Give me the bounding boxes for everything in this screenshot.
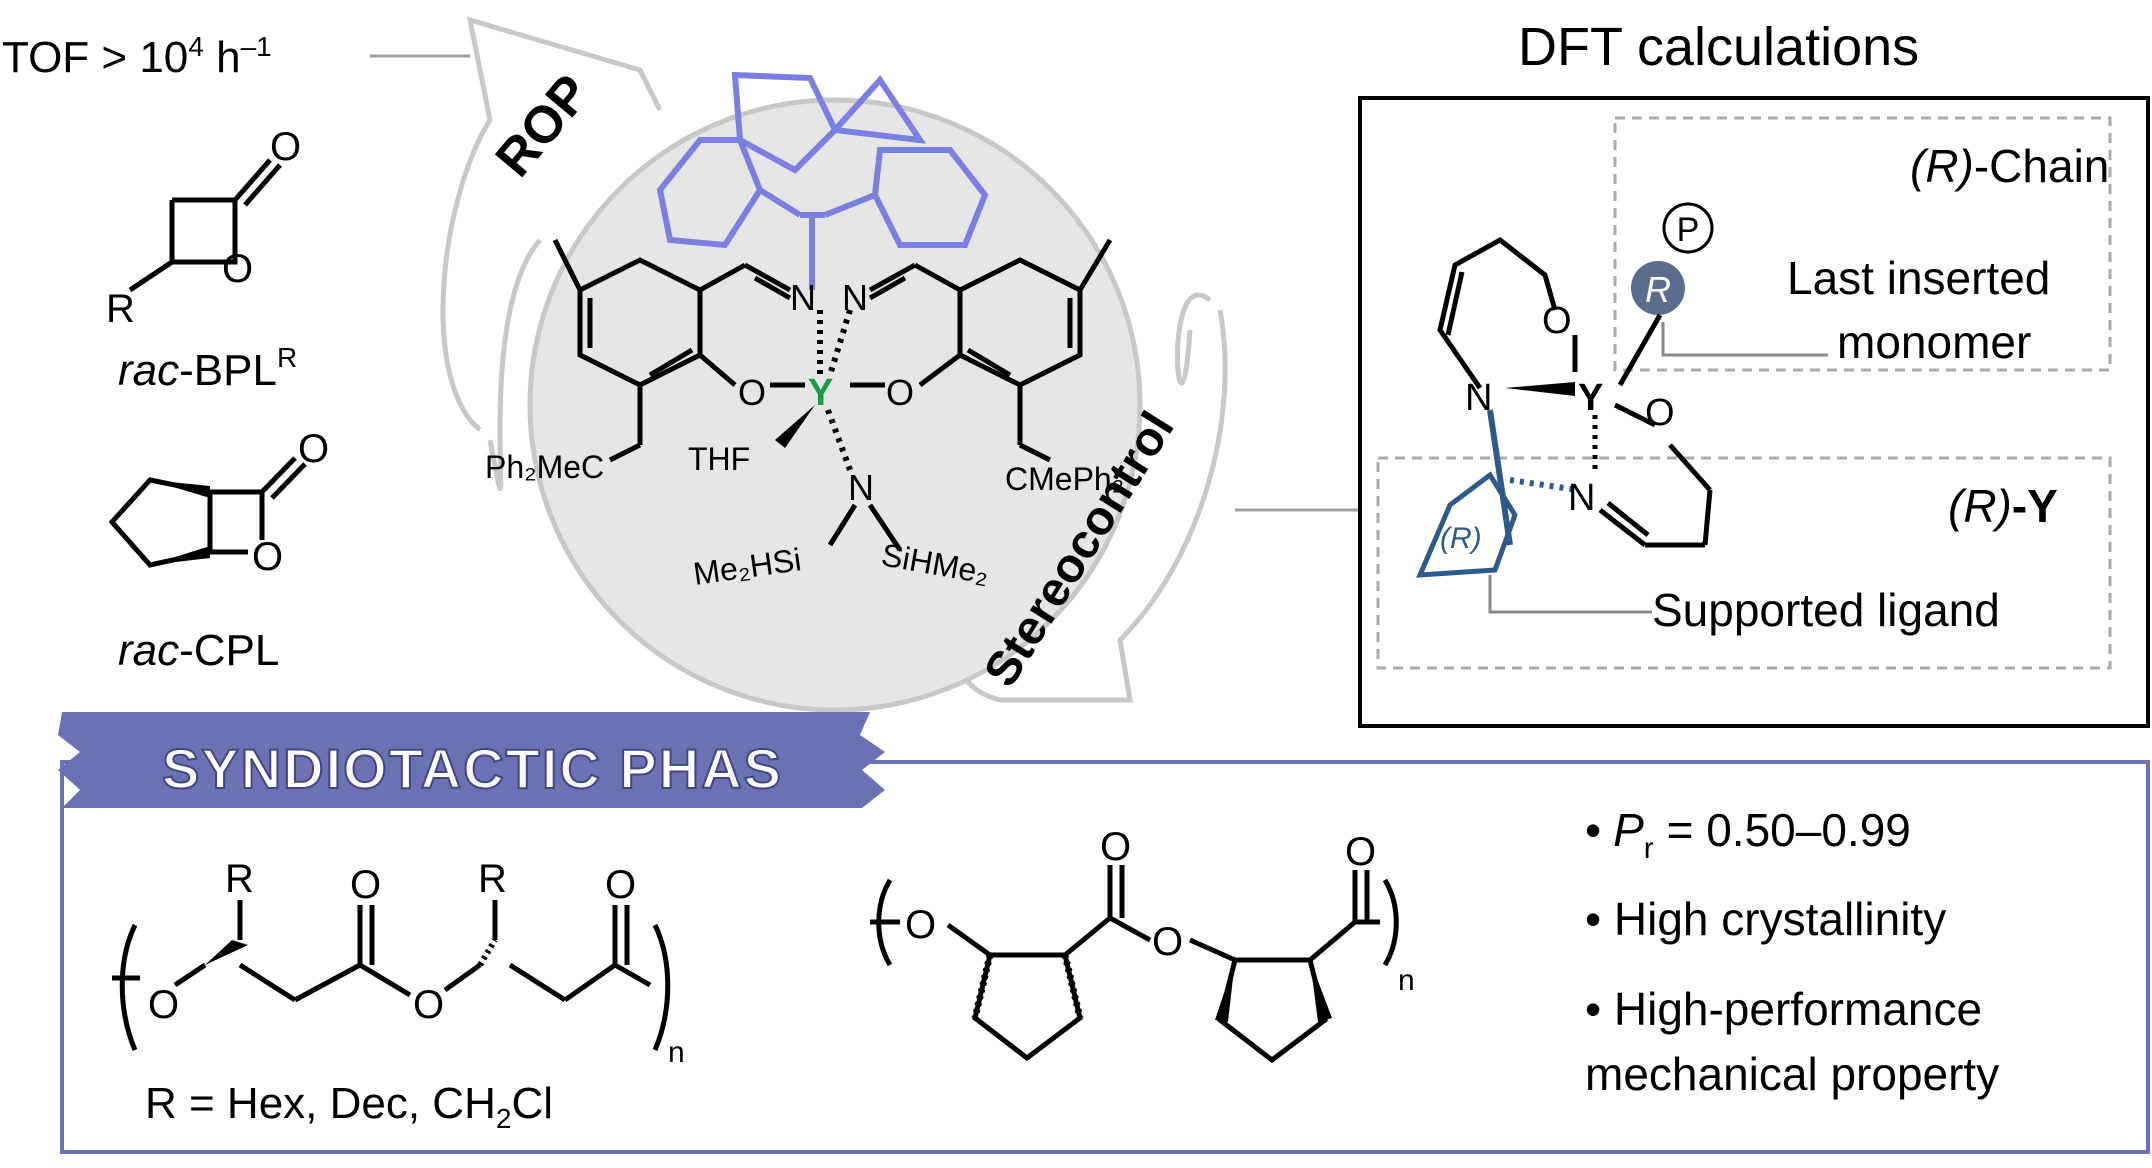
property-pr: •Pr = 0.50–0.99	[1585, 804, 1911, 865]
polymer-1-n: n	[668, 1036, 685, 1069]
spiro-ligand	[656, 71, 989, 290]
cpl-name: rac-CPL	[118, 626, 279, 675]
y-box	[1376, 456, 2112, 670]
banner-shape	[58, 712, 885, 808]
polymer-2-wedge-1	[1215, 960, 1235, 1022]
catalyst-n-amide: N	[848, 467, 874, 508]
polymer-1-r2: R	[478, 857, 507, 901]
p-circle	[1662, 202, 1714, 254]
bpl-o-ring: O	[222, 247, 253, 291]
property-performance-1: • High-performance	[1585, 983, 1982, 1035]
supported-ligand-label: Supported ligand	[1652, 584, 2000, 636]
catalyst-o-right: O	[886, 372, 914, 413]
dft-wedge-n-y	[1505, 382, 1575, 396]
polymer-1-r1: R	[225, 857, 254, 901]
catalyst-n-right: N	[842, 277, 868, 318]
polymer-1-o-e2: O	[413, 983, 444, 1027]
catalyst-right-sub: CMePh₂	[1005, 461, 1124, 497]
last-inserted-2: monomer	[1837, 316, 2031, 368]
chain-label: (R)-Chain	[1910, 140, 2109, 192]
svg-text:TOF > 104 h–1: TOF > 104 h–1	[2, 31, 272, 82]
polymer-1-wedge	[205, 940, 248, 965]
dft-atom-y: Y	[1578, 377, 1603, 419]
banner-title: SYNDIOTACTIC PHAS	[162, 737, 783, 800]
tof-label: TOF > 104 h–1	[2, 31, 470, 82]
dft-ring-r: (R)	[1440, 522, 1482, 555]
catalyst-n-left: N	[790, 277, 816, 318]
catalyst-thf: THF	[688, 441, 750, 477]
polymer-1-o-c1: O	[350, 863, 381, 907]
bpl-structure	[128, 158, 282, 293]
dft-atom-o1: O	[1542, 300, 1572, 342]
polymer-2-wedge-2	[1310, 960, 1332, 1022]
catalyst-o-left: O	[738, 372, 766, 413]
bpl-name: rac-BPLR	[118, 342, 297, 395]
catalyst-left-sub: Ph₂MeC	[485, 449, 604, 485]
y-label: (R)-Y	[1948, 480, 2058, 532]
chain-box	[1613, 116, 2112, 372]
polymer-1-caption: R = Hex, Dec, CH2Cl	[145, 1079, 553, 1134]
dft-ligand-bond-2	[1509, 477, 1579, 493]
dft-atom-o2: O	[1645, 392, 1675, 434]
last-inserted-1: Last inserted	[1787, 252, 2050, 304]
supported-pointer	[1488, 575, 1652, 614]
cpl-wedge-2	[150, 546, 210, 565]
polymer-2-o-e2: O	[1152, 920, 1183, 964]
polymer-1-hash	[477, 938, 498, 967]
r-circle	[1631, 261, 1685, 315]
property-crystallinity: • High crystallinity	[1585, 893, 1946, 945]
polymer-1-o-e1: O	[148, 983, 179, 1027]
polymer-2-o-c1: O	[1100, 825, 1131, 869]
cpl-o-carbonyl: O	[298, 427, 329, 471]
catalyst-metal: Y	[808, 372, 833, 414]
dft-ligand-bond-1	[1487, 409, 1513, 546]
property-performance-2: mechanical property	[1585, 1048, 1999, 1100]
dft-title: DFT calculations	[1518, 17, 1919, 77]
thf-wedge	[775, 405, 815, 448]
p-label: P	[1677, 211, 1700, 249]
polymer-2-o-c2: O	[1345, 830, 1376, 874]
dft-ligand-ring	[1416, 471, 1518, 578]
r-label: R	[1645, 269, 1671, 310]
cpl-wedge-1	[150, 480, 210, 498]
rop-label: ROP	[485, 64, 602, 188]
polymer-1-o-c2: O	[605, 863, 636, 907]
polymer-1-structure	[112, 900, 671, 1051]
last-inserted-pointer	[1661, 322, 1828, 357]
bpl-o-carbonyl: O	[270, 125, 301, 169]
catalyst-circle	[527, 97, 1143, 713]
bottom-frame	[60, 760, 2150, 1154]
bpl-r-label: R	[106, 287, 135, 331]
dft-structure	[1437, 237, 1713, 548]
cpl-o-ring: O	[252, 535, 283, 579]
salen-skeleton	[552, 238, 1113, 552]
polymer-2-n: n	[1398, 964, 1415, 997]
dft-atom-n1: N	[1465, 377, 1492, 419]
polymer-2-o-e1: O	[905, 903, 936, 947]
dft-atom-n2: N	[1568, 477, 1595, 519]
